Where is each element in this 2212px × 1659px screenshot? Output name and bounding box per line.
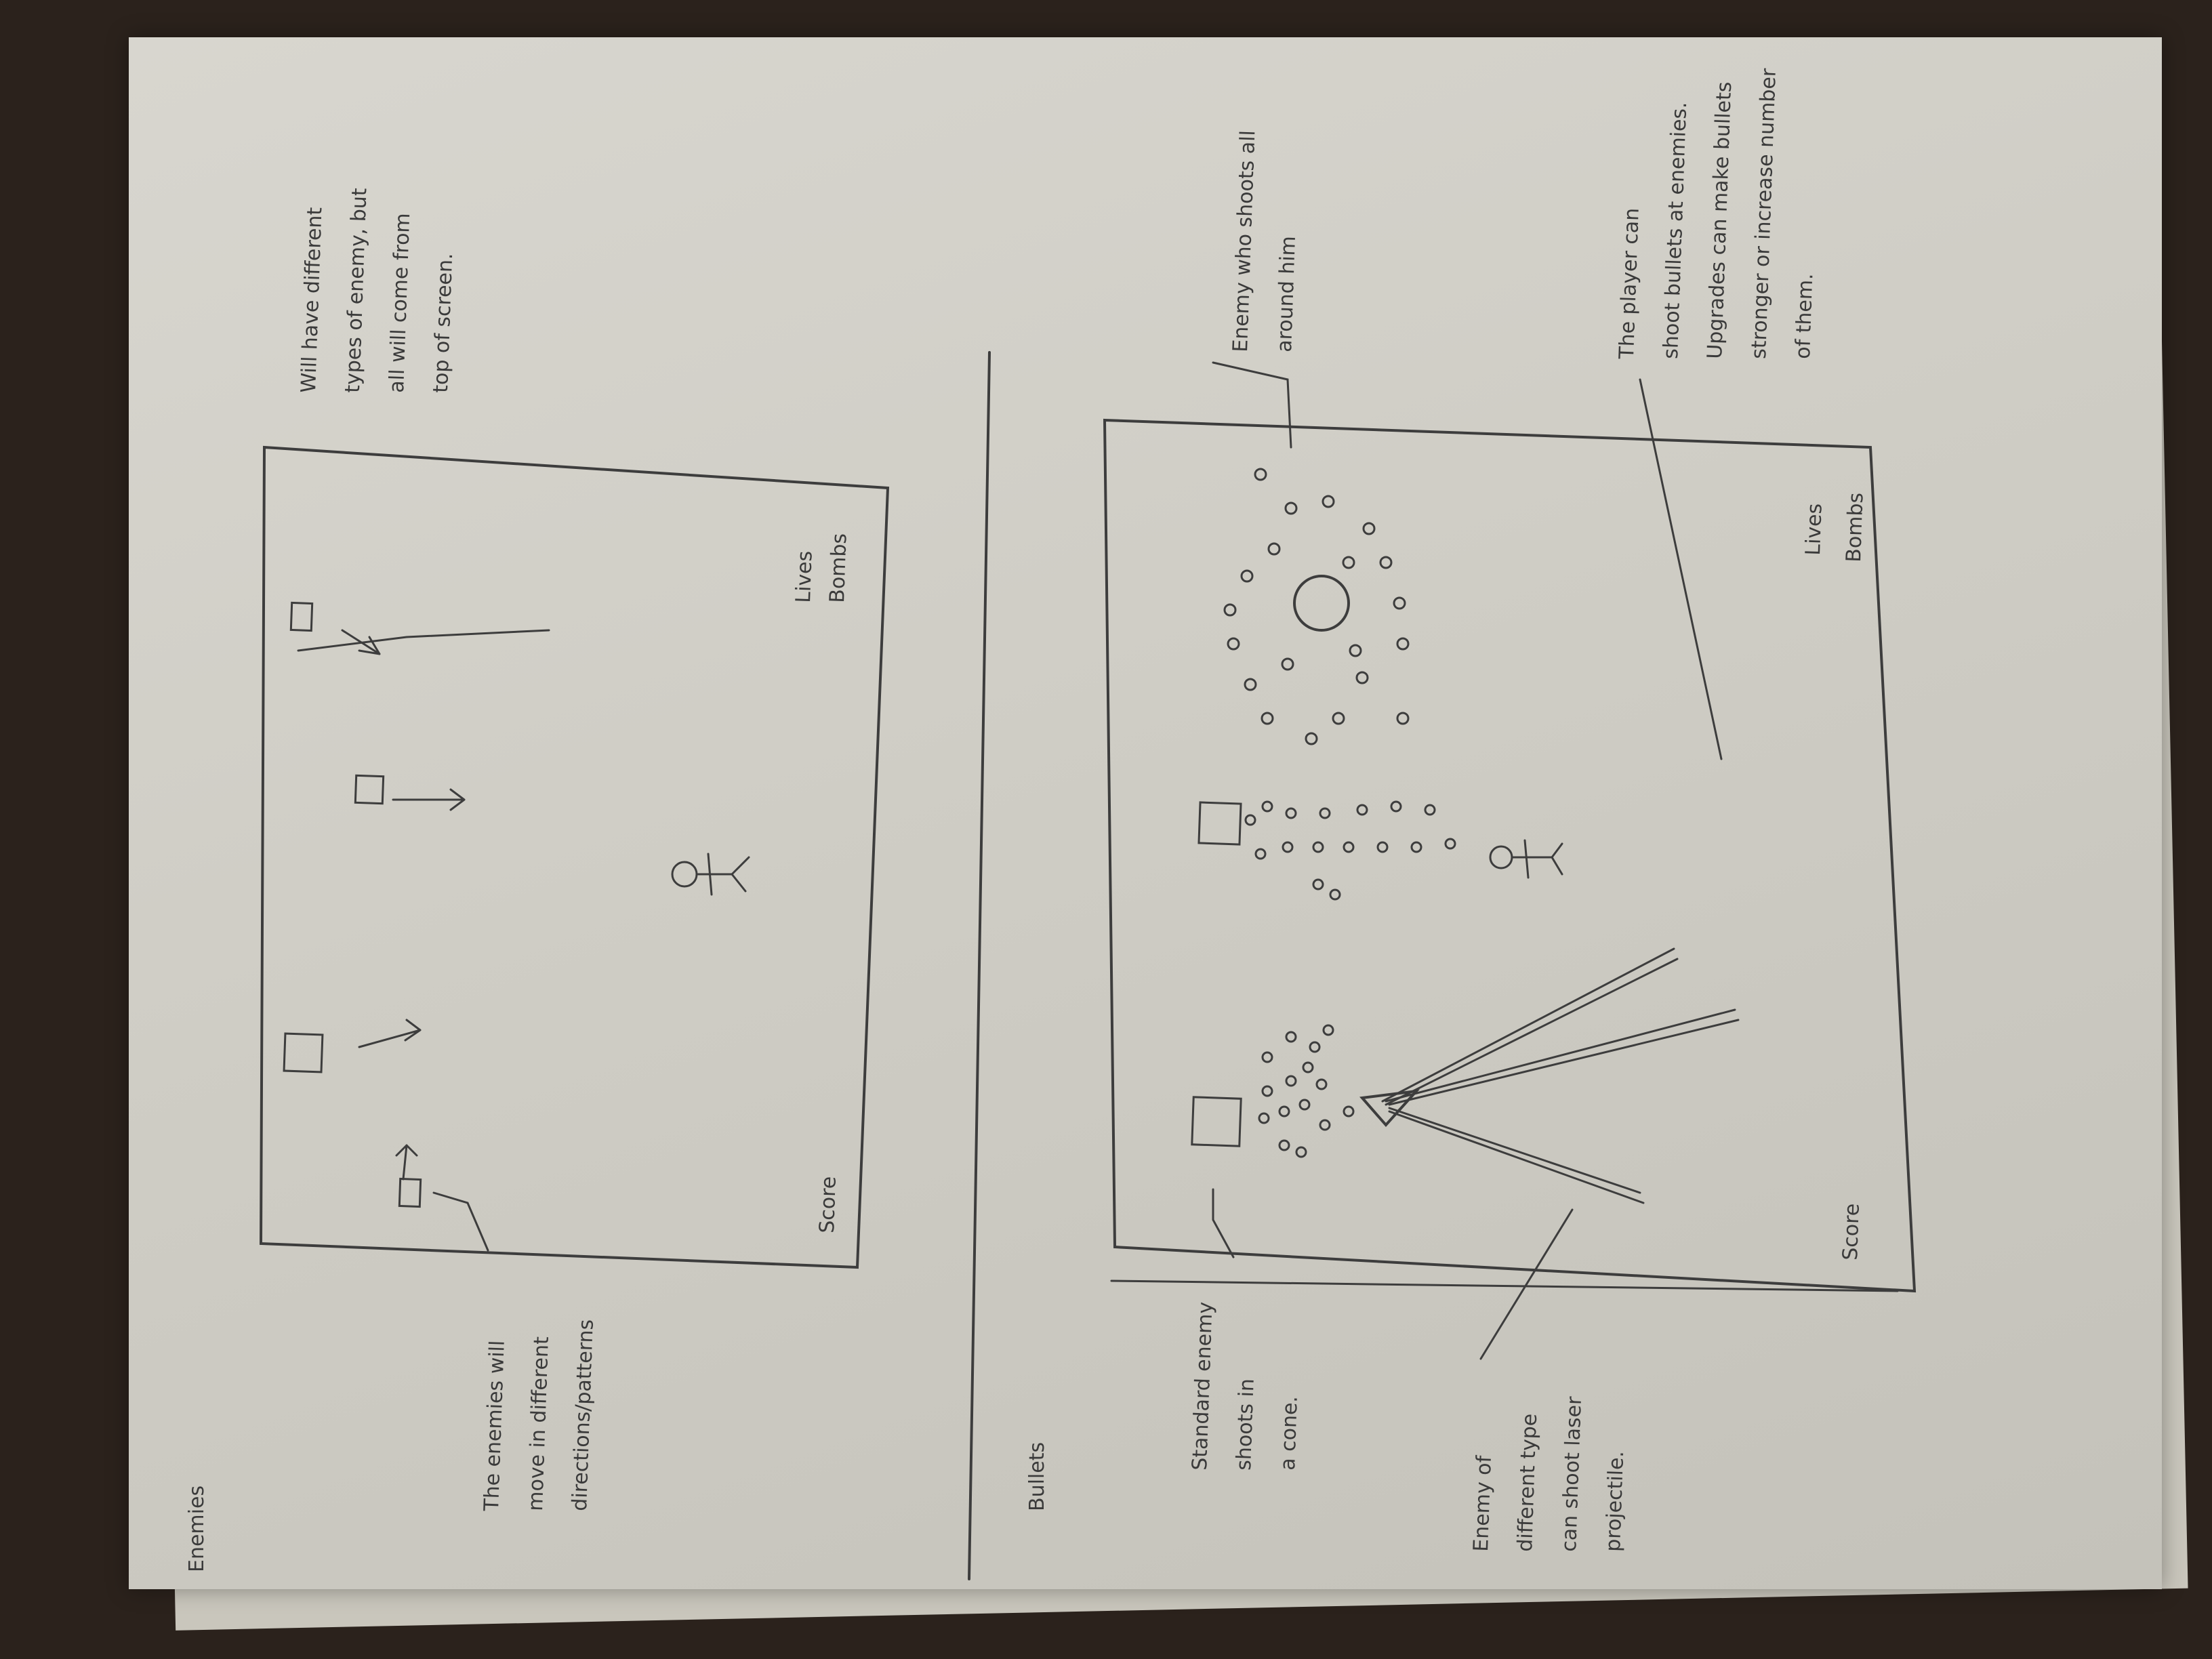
hud-lives-label: Lives <box>1801 503 1827 556</box>
hud-score-label: Score <box>1839 1203 1864 1261</box>
note-enemy-movement: The enemies will move in different direc… <box>480 1319 598 1512</box>
svg-text:around him: around him <box>1273 236 1300 353</box>
player-bullet-stream <box>1244 800 1456 901</box>
enemies-frame: Will have different types of enemy, but … <box>259 188 890 1512</box>
bottom-edge-line <box>1110 1279 1899 1292</box>
svg-text:stronger or increase number: stronger or increase number <box>1747 68 1781 360</box>
svg-text:all will come from: all will come from <box>385 213 415 394</box>
hud-lives-label: Lives <box>792 550 817 603</box>
enemy-triangle <box>1359 1089 1420 1128</box>
hud-bombs-label: Bombs <box>1842 492 1868 562</box>
note-enemy-types: Will have different types of enemy, but … <box>297 188 457 394</box>
arrow-right-icon <box>395 1144 418 1181</box>
bullets-frame: Enemy who shoots all around him The play… <box>1103 68 1917 1552</box>
section-title-bullets: Bullets <box>1025 1442 1049 1511</box>
svg-text:shoot bullets at enemies.: shoot bullets at enemies. <box>1659 102 1692 360</box>
note-laser-enemy: Enemy of different type can shoot laser … <box>1469 1395 1629 1552</box>
bullets-screen-box <box>1103 418 1917 1293</box>
svg-text:can shoot laser: can shoot laser <box>1557 1395 1586 1552</box>
paper-sheet <box>129 37 2162 1589</box>
svg-text:of them.: of them. <box>1791 273 1818 360</box>
leader-line <box>432 1191 489 1252</box>
svg-text:projectile.: projectile. <box>1601 1450 1629 1552</box>
radial-bullets <box>1223 468 1410 745</box>
svg-text:shoots in: shoots in <box>1232 1378 1259 1471</box>
enemy-square <box>398 1177 422 1208</box>
svg-text:The enemies will: The enemies will <box>480 1340 510 1512</box>
svg-text:Will have different: Will have different <box>297 207 327 393</box>
enemy-square <box>1191 1096 1242 1147</box>
enemy-square <box>1197 801 1242 846</box>
svg-text:top of screen.: top of screen. <box>429 253 457 394</box>
note-standard-enemy: Standard enemy shoots in a cone. <box>1188 1301 1303 1471</box>
player-stick-figure <box>1489 839 1563 879</box>
enemies-screen-box <box>259 445 890 1269</box>
svg-text:Standard enemy: Standard enemy <box>1188 1301 1218 1471</box>
cone-bullets <box>1258 1024 1355 1158</box>
note-player: The player can shoot bullets at enemies.… <box>1615 68 1818 361</box>
enemy-square <box>289 601 314 632</box>
svg-text:different type: different type <box>1513 1413 1542 1552</box>
note-radial-enemy: Enemy who shoots all around him <box>1229 130 1300 353</box>
player-stick-figure <box>671 853 750 896</box>
divider-line <box>968 351 991 1580</box>
svg-text:a cone.: a cone. <box>1276 1395 1303 1471</box>
leader-line <box>1639 378 1723 760</box>
laser-beams <box>1381 947 1740 1204</box>
arrow-down-right-icon <box>358 1019 422 1048</box>
leader-line <box>1212 361 1292 449</box>
svg-text:Enemy of: Enemy of <box>1469 1454 1496 1552</box>
hud-bombs-label: Bombs <box>825 533 852 603</box>
section-title-enemies: Enemies <box>185 1486 209 1572</box>
leader-line <box>1479 1208 1574 1360</box>
svg-text:The player can: The player can <box>1615 207 1644 360</box>
enemy-circle <box>1293 575 1350 632</box>
hud-score-label: Score <box>815 1176 841 1233</box>
leader-line <box>297 629 550 652</box>
leader-line <box>1212 1188 1235 1258</box>
svg-text:directions/patterns: directions/patterns <box>568 1319 598 1511</box>
svg-text:types of enemy, but: types of enemy, but <box>341 188 372 394</box>
arrow-down-icon <box>392 788 466 811</box>
svg-text:Upgrades can make bullets: Upgrades can make bullets <box>1703 81 1736 359</box>
enemy-square <box>283 1032 324 1073</box>
svg-text:Enemy who shoots all: Enemy who shoots all <box>1229 130 1260 353</box>
svg-text:move in different: move in different <box>524 1336 554 1511</box>
enemy-square <box>354 774 385 805</box>
